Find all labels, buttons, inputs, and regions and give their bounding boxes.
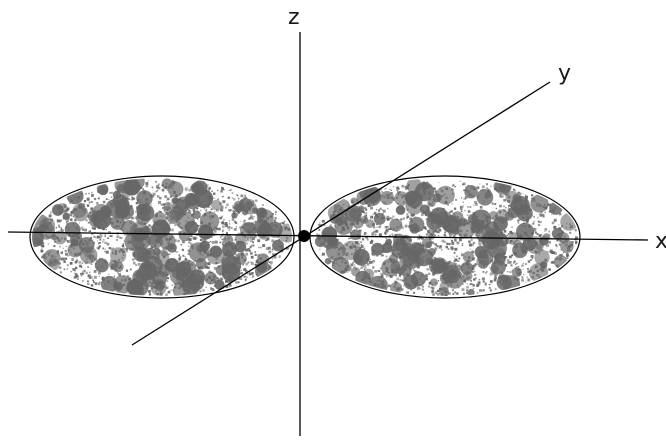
y-axis-label: y [558, 61, 571, 86]
y-axis-line [131, 81, 551, 346]
z-axis-label: z [288, 5, 300, 30]
x-axis-label: x [655, 229, 666, 254]
right-lobe-density [314, 178, 578, 296]
nucleus-dot [298, 230, 310, 242]
left-lobe-outline [29, 175, 295, 299]
x-axis-line [7, 231, 649, 241]
right-lobe-outline [309, 175, 581, 299]
